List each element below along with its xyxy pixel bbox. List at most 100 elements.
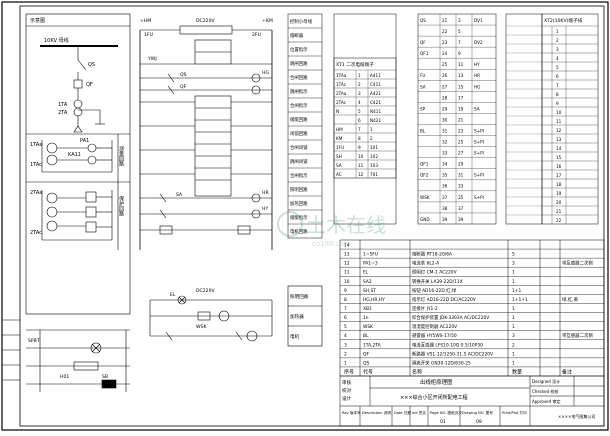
bom-header-cell: 数量 [512, 368, 522, 375]
bom-cell: 4 [344, 333, 347, 339]
xt2-cell: 12 [556, 128, 562, 133]
xt1-cell: KM [336, 136, 343, 141]
qf-label: QF [86, 82, 93, 88]
cable-cell: 31 [442, 128, 448, 133]
tb-foot-3: Init 签名 [412, 410, 426, 415]
function-row-label: 储能回路 [290, 116, 308, 123]
tb-foot-2: Date 日期 [394, 410, 411, 415]
cable-cell: 3 [458, 18, 461, 23]
cable-cell: 35 [442, 173, 448, 178]
cable-cell: 15 [458, 84, 464, 89]
xt2-cell: 4 [556, 56, 559, 61]
cable-cell: S+PI [474, 140, 484, 145]
control-labels: +HM +KM DC220V 1FU 2FU YWJ QS QF HG HR H… [140, 18, 273, 212]
bom-cell: WSK [363, 324, 373, 330]
function-row-label: 合闸闭锁 [290, 144, 308, 151]
cable-cell: 39 [442, 217, 448, 222]
company-name: ××××电气图集公司 [558, 413, 595, 419]
xt2-cell: 21 [556, 209, 562, 214]
tb-right-2: Approved 审定 [532, 398, 560, 404]
ta-group1b-label: 1TAc [30, 162, 42, 168]
bom-cell: 5 [344, 324, 347, 330]
bom-cell: 3 [512, 333, 515, 339]
xt1-cell: 11 [358, 163, 364, 168]
cable-cell: 36 [442, 184, 448, 189]
xt2-cell: 15 [556, 155, 562, 160]
ta-group2-label: 2TAa [30, 190, 42, 196]
cable-cell: 22 [442, 29, 448, 34]
watermark: 土木在线 co188.com [277, 211, 386, 248]
bom-cell: XB1 [363, 306, 372, 312]
dc-label: DC220V [196, 18, 216, 24]
function-row-label: 位置指示 [290, 46, 308, 53]
heater-labels: SPBT H01 SB [28, 338, 108, 380]
bom-cell: 1n [363, 315, 369, 321]
bom-cell: 5 [512, 252, 515, 258]
function-row-label: 合闸指示 [290, 172, 308, 179]
bom-cell: 1 [512, 351, 515, 357]
cable-cell: BL [420, 128, 426, 133]
bom-cell: 隔离开关 GN30-12D/630-25 [412, 359, 471, 366]
cable-cell: 29 [442, 106, 448, 111]
cable-cell: 28 [442, 95, 448, 100]
qf2-label: QF [180, 84, 187, 90]
bom-cell: QF [363, 351, 369, 357]
bom-cell: 温湿度控制器 AC220V [412, 323, 457, 330]
cable-cell: 7 [458, 40, 461, 45]
tb-right-0: Designed 设计 [532, 378, 560, 384]
tb-left-0: 审核 [342, 379, 352, 386]
bom-cell: 转换开关 LA39-22D/11X [412, 278, 463, 285]
cable-cell: 17 [458, 95, 464, 100]
cable-cell: 11 [458, 62, 464, 67]
page-no: 01 [440, 419, 446, 425]
cable-cell: QF2 [420, 173, 429, 178]
ta-group2b-label: 2TAc [30, 230, 42, 236]
bom-cell: 1+1 [512, 288, 521, 294]
bom-cell: BL [363, 333, 369, 339]
cable-cell: 21 [442, 18, 448, 23]
bom-cell: PA1~3 [363, 261, 378, 267]
ywj-label: YWJ [147, 56, 157, 62]
xt1-cell: 1TAc [336, 82, 347, 87]
xt1-cell: 101 [370, 145, 378, 150]
bom-cell: EL [363, 270, 369, 276]
xt2-cell: 14 [556, 146, 562, 151]
cable-cell: 19 [458, 106, 464, 111]
cable-cell: 35 [458, 195, 464, 200]
single-line-diagram [25, 13, 131, 315]
cable-cell: 26 [442, 73, 448, 78]
xt2-cell: 9 [556, 101, 559, 106]
cable-cell: DV2 [474, 40, 483, 45]
bom-cell: 3 [344, 342, 347, 348]
xt1-cell: AC [336, 172, 342, 177]
bom-cell: 绿,红,黄 [562, 296, 579, 303]
bom-cell: 7 [344, 306, 347, 312]
xt1-cell: 12 [358, 172, 364, 177]
cable-cell: 30 [442, 117, 448, 122]
xt2-cell: 20 [556, 200, 562, 205]
hg-label: HG [262, 70, 269, 76]
xt1-cell: 2TAa [336, 91, 347, 96]
ac-labels: DC220V EL WSK 照明回路 加热器 电机 [170, 288, 309, 340]
xt2-cell: 19 [556, 191, 562, 196]
tb-right-1: Checked 校核 [532, 388, 558, 394]
cable-cell: 37 [442, 195, 448, 200]
bom-cell: 带互感器二次侧 [562, 332, 593, 339]
bom-cell: SA2 [363, 279, 372, 285]
bom-cell: 1 [512, 315, 515, 321]
bom-cell: 1 [512, 324, 515, 330]
bom-cell: 1 [512, 279, 515, 285]
cable-cell: QS [420, 18, 426, 23]
ta2-label: 2TA [58, 110, 68, 116]
ta1-label: 1TA [58, 102, 68, 108]
bom-cell: 综合保护装置 JDK-3303A AC/DC220V [412, 314, 489, 321]
cable-cell: 32 [442, 140, 448, 145]
xt1-cell: 1FU [336, 145, 344, 150]
xt1-cell: 2 [370, 136, 373, 141]
ac-row-1: 加热器 [290, 313, 304, 320]
xt1-cell: 6 [358, 118, 361, 123]
cable-cell: 25 [458, 140, 464, 145]
xt1-cell: 1TAa [336, 73, 347, 78]
